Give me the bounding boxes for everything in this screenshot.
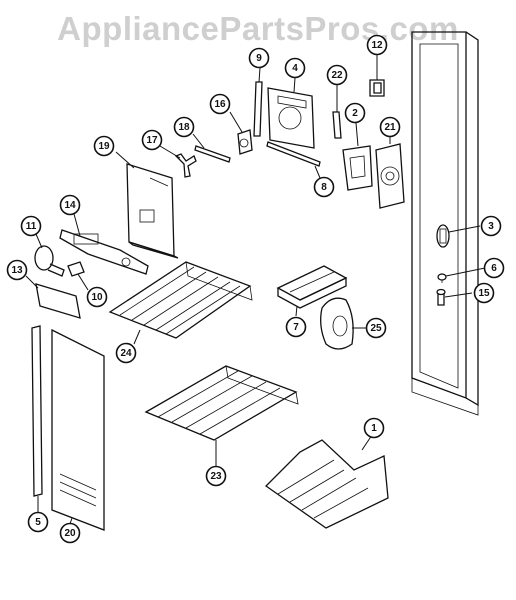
thermostat-part <box>237 129 253 155</box>
callout-10: 10 <box>86 286 108 308</box>
callout-label: 18 <box>178 122 190 133</box>
callout-label: 6 <box>491 263 497 274</box>
callout-label: 20 <box>64 528 76 539</box>
callout-label: 14 <box>64 200 76 211</box>
callout-15: 15 <box>473 282 495 304</box>
wire-shelf-lower <box>144 365 299 441</box>
evaporator-cover-part <box>126 163 179 259</box>
wire-shelf-upper <box>108 261 253 339</box>
switch-part <box>369 79 385 97</box>
fan-blade-part <box>174 153 197 178</box>
callout-21: 21 <box>379 116 401 138</box>
callout-label: 24 <box>120 348 132 359</box>
callout-11: 11 <box>20 215 42 237</box>
callout-19: 19 <box>93 135 115 157</box>
callout-9: 9 <box>248 47 270 69</box>
fan-housing-part <box>375 143 405 209</box>
callout-13: 13 <box>6 259 28 281</box>
callout-25: 25 <box>365 317 387 339</box>
callout-label: 21 <box>384 122 396 133</box>
callout-14: 14 <box>59 194 81 216</box>
callout-1: 1 <box>363 417 385 439</box>
light-housing-part <box>59 229 149 275</box>
callout-18: 18 <box>173 116 195 138</box>
callout-24: 24 <box>115 342 137 364</box>
watermark: AppliancePartsPros.com <box>57 10 459 47</box>
callout-label: 17 <box>146 135 158 146</box>
callout-label: 22 <box>331 70 343 81</box>
callout-23: 23 <box>205 465 227 487</box>
freezer-door <box>411 31 479 416</box>
callout-label: 1 <box>371 423 377 434</box>
callout-12: 12 <box>366 34 388 56</box>
callout-6: 6 <box>483 257 505 279</box>
callout-5: 5 <box>27 511 49 533</box>
callout-2: 2 <box>344 102 366 124</box>
callout-label: 11 <box>26 221 37 232</box>
callout-label: 25 <box>370 323 382 334</box>
control-housing-part <box>342 145 373 191</box>
callout-label: 5 <box>35 517 41 528</box>
callout-label: 16 <box>214 99 226 110</box>
callout-label: 9 <box>256 53 262 64</box>
ice-bucket-part <box>320 297 354 350</box>
wire-basket-part <box>264 439 389 529</box>
mounting-plate-part <box>267 87 315 149</box>
callout-label: 12 <box>371 40 383 51</box>
callout-label: 13 <box>11 265 23 276</box>
screw-part <box>436 273 447 306</box>
callout-3: 3 <box>480 215 502 237</box>
callout-16: 16 <box>209 93 231 115</box>
callout-label: 4 <box>292 63 298 74</box>
callout-22: 22 <box>326 64 348 86</box>
callout-label: 23 <box>210 471 222 482</box>
callout-label: 15 <box>478 288 490 299</box>
callout-label: 10 <box>91 292 103 303</box>
callout-20: 20 <box>59 522 81 544</box>
light-bulb-part <box>34 245 65 277</box>
ice-tray-part <box>276 265 348 309</box>
callout-8: 8 <box>313 176 335 198</box>
callout-label: 3 <box>488 221 494 232</box>
callout-label: 2 <box>352 108 358 119</box>
callout-label: 7 <box>293 322 299 333</box>
rear-panel-part <box>51 328 105 531</box>
callout-17: 17 <box>141 129 163 151</box>
callout-label: 8 <box>321 182 327 193</box>
callout-4: 4 <box>284 57 306 79</box>
callout-label: 19 <box>98 141 110 152</box>
callout-7: 7 <box>285 316 307 338</box>
